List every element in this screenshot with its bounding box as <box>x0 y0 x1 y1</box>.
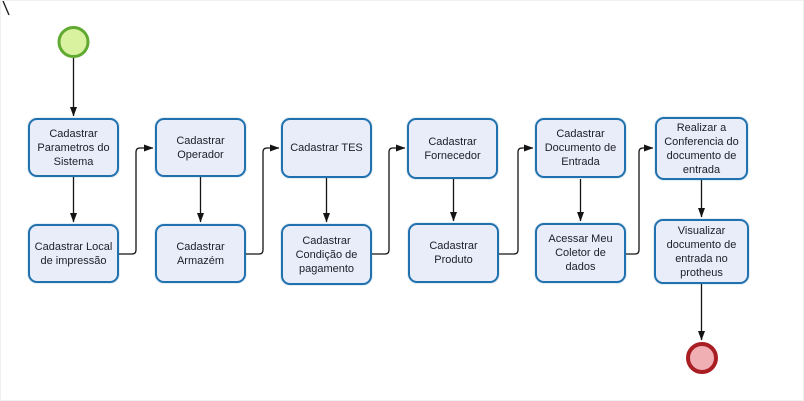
connector-task10-to-task11 <box>626 144 654 255</box>
task-label: Cadastrar Local de impressão <box>34 240 113 267</box>
task-cadastrar-tes[interactable]: Cadastrar TES <box>281 118 372 178</box>
task-cadastrar-fornecedor[interactable]: Cadastrar Fornecedor <box>407 118 498 179</box>
task-label: Cadastrar Fornecedor <box>424 135 481 162</box>
task-cadastrar-parametros-do-sistema[interactable]: Cadastrar Parametros do Sistema <box>28 118 119 177</box>
start-event[interactable] <box>57 26 90 58</box>
task-cadastrar-local-de-impressao[interactable]: Cadastrar Local de impressão <box>28 224 119 283</box>
task-label: Cadastrar TES <box>290 142 363 154</box>
task-label: Acessar Meu Coletor de dados <box>548 233 613 273</box>
task-label: Cadastrar Armazém <box>176 240 225 267</box>
task-label: Cadastrar Documento de Entrada <box>544 128 617 168</box>
connector-task6-to-task7 <box>372 144 406 255</box>
task-cadastrar-armazem[interactable]: Cadastrar Armazém <box>155 224 246 283</box>
connector-task8-to-task9 <box>498 144 534 255</box>
task-label: Cadastrar Parametros do Sistema <box>37 127 110 168</box>
connector-task4-to-task5 <box>246 144 280 255</box>
task-visualizar-documento-entrada-protheus[interactable]: Visualizar documento de entrada no proth… <box>654 219 749 284</box>
end-event[interactable] <box>686 342 718 374</box>
connector-task2-to-task3 <box>119 144 154 255</box>
task-cadastrar-operador[interactable]: Cadastrar Operador <box>155 118 246 177</box>
task-label: Cadastrar Condição de pagamento <box>295 234 358 275</box>
task-cadastrar-produto[interactable]: Cadastrar Produto <box>408 223 499 283</box>
stray-mark <box>2 1 10 16</box>
task-label: Cadastrar Operador <box>176 134 225 161</box>
task-label: Cadastrar Produto <box>429 240 478 266</box>
task-acessar-meu-coletor-de-dados[interactable]: Acessar Meu Coletor de dados <box>535 223 626 283</box>
task-cadastrar-documento-de-entrada[interactable]: Cadastrar Documento de Entrada <box>535 118 626 178</box>
task-label: Realizar a Conferencia do documento de e… <box>664 121 739 176</box>
task-label: Visualizar documento de entrada no proth… <box>666 224 737 279</box>
task-realizar-conferencia-documento-entrada[interactable]: Realizar a Conferencia do documento de e… <box>655 117 748 180</box>
task-cadastrar-condicao-de-pagamento[interactable]: Cadastrar Condição de pagamento <box>281 224 372 285</box>
